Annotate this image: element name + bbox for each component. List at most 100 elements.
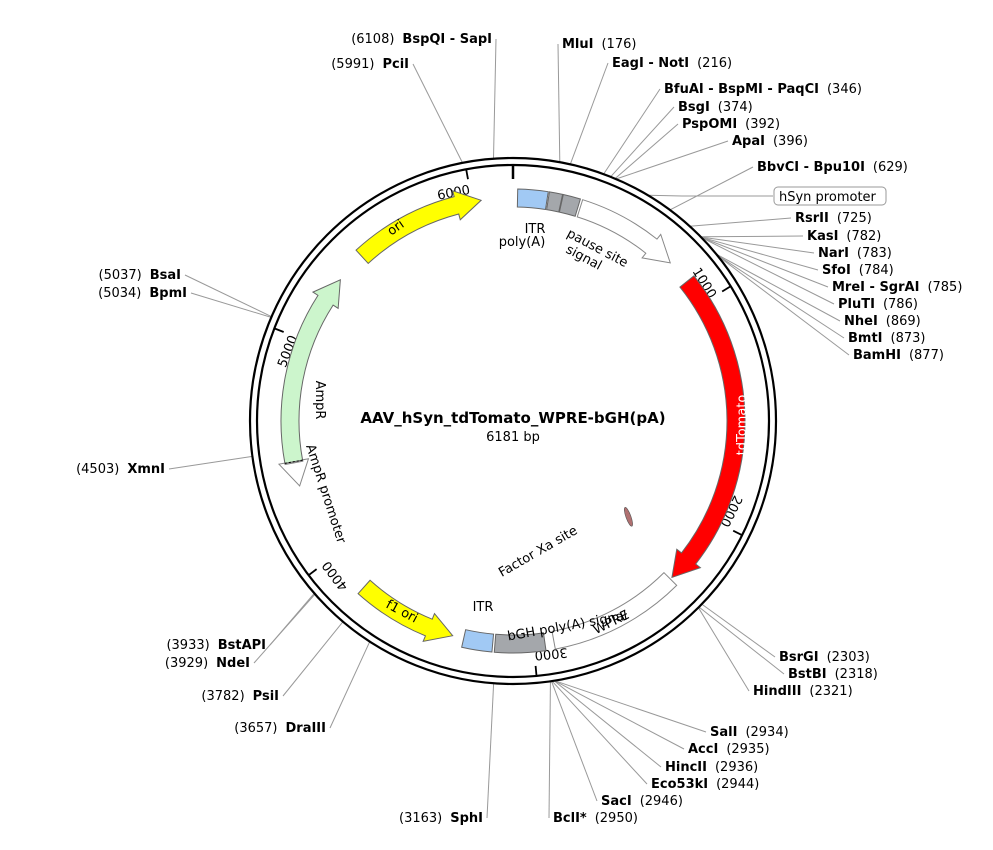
site-position: (396) — [773, 134, 808, 149]
site-name: PluTI — [838, 297, 875, 312]
site-position: (873) — [891, 331, 926, 346]
site-line-hindiii — [697, 607, 750, 692]
site-position: (3929) — [165, 656, 208, 671]
site-line-hincii — [553, 680, 662, 768]
site-name: HincII — [665, 760, 707, 775]
site-psii: (3782)PsiI — [201, 689, 279, 704]
site-line-eagi-noti — [569, 62, 609, 165]
hsyn-promoter-label: hSyn promoter — [779, 190, 877, 205]
site-line-mrei-sgrai — [701, 236, 829, 288]
site-bsrgi: BsrGI(2303) — [779, 650, 870, 665]
bgh-polya-shape — [493, 632, 547, 654]
site-acci: AccI(2935) — [688, 742, 770, 757]
site-rsrii: RsrII (725) — [795, 211, 872, 226]
site-name: BmtI — [848, 331, 883, 346]
site-hindiii: HindIII(2321) — [753, 684, 853, 699]
site-position: (374) — [718, 100, 753, 115]
tick-1000 — [721, 285, 732, 293]
site-line-kasi — [700, 235, 804, 238]
site-position: (2321) — [809, 684, 852, 699]
pause-site-shape — [558, 193, 582, 217]
site-name: BstAPI — [218, 638, 266, 653]
site-line-mlui — [557, 43, 561, 163]
polya-left-shape — [546, 191, 564, 213]
site-position: (2318) — [835, 667, 878, 682]
site-name: BsrGI — [779, 650, 819, 665]
site-mlui: MluI(176) — [562, 37, 636, 52]
site-saci: SacI(2946) — [601, 794, 683, 809]
site-hincii: HincII (2936) — [665, 760, 758, 775]
site-name: Eco53kI — [651, 777, 708, 792]
site-line-nari — [700, 236, 815, 254]
site-position: (2946) — [640, 794, 683, 809]
site-name: XmnI — [127, 462, 165, 477]
site-name: RsrII — [795, 211, 829, 226]
site-pcii: (5991)PciI — [331, 57, 409, 72]
site-pluti: PluTI(786) — [838, 297, 918, 312]
plasmid-length: 6181 bp — [486, 430, 540, 445]
site-name: NheI — [844, 314, 878, 329]
site-line-eco53ki — [551, 680, 648, 785]
tick-3000 — [534, 665, 538, 677]
site-line-xmni — [168, 455, 253, 470]
itr-right-label: ITR — [473, 600, 494, 615]
site-line-bpmi — [190, 292, 272, 318]
site-mrei-sgrai: MreI - SgrAI(785) — [832, 280, 962, 295]
site-position: (783) — [857, 246, 892, 261]
site-name: PciI — [382, 57, 409, 72]
site-line-saci — [551, 680, 598, 802]
site-position: (869) — [886, 314, 921, 329]
site-name: NdeI — [216, 656, 250, 671]
site-bpmi: (5034)BpmI — [98, 286, 187, 301]
site-position: (216) — [697, 56, 732, 71]
site-name: BfuAI - BspMI - PaqCI — [664, 82, 819, 97]
site-line-apai — [615, 140, 729, 180]
site-line-bspqi-sapi — [493, 38, 497, 159]
site-line-sfoi — [700, 236, 819, 271]
site-name: SalI — [710, 725, 737, 740]
site-line-rsrii — [689, 217, 792, 227]
site-line-sphi — [486, 683, 495, 819]
site-position: (392) — [745, 117, 780, 132]
site-nari: NarI(783) — [818, 246, 892, 261]
site-line-bcli — [548, 681, 551, 819]
site-name: PsiI — [253, 689, 279, 704]
site-position: (2944) — [716, 777, 759, 792]
site-name: AccI — [688, 742, 718, 757]
site-name: BpmI — [149, 286, 187, 301]
polya-left-label: poly(A) — [499, 235, 546, 250]
site-line-bsrgi — [701, 603, 776, 658]
site-eagi-noti: EagI - NotI(216) — [612, 56, 732, 71]
site-bspqi-sapi: (6108)BspQI - SapI — [351, 32, 492, 47]
site-name: PspOMI — [682, 117, 737, 132]
site-draiii: (3657)DraIII — [234, 721, 326, 736]
hsyn-promoter-label-box — [773, 186, 887, 206]
site-line-bstapi — [269, 592, 315, 646]
tdtomato-label: tdTomato — [735, 395, 750, 456]
site-line-bamhi — [717, 255, 850, 356]
site-sfoi: SfoI(784) — [822, 263, 894, 278]
site-position: (2934) — [745, 725, 788, 740]
site-position: (2936) — [715, 760, 758, 775]
site-position: (782) — [846, 229, 881, 244]
tick-2000 — [732, 529, 743, 536]
site-position: (725) — [837, 211, 872, 226]
hsyn-promoter-shape — [576, 199, 672, 264]
site-line-bsgi — [610, 106, 675, 178]
site-name: BamHI — [853, 348, 901, 363]
site-name: KasI — [807, 229, 838, 244]
backbone-outer-circle — [248, 156, 778, 686]
plasmid-name: AAV_hSyn_tdTomato_WPRE-bGH(pA) — [360, 409, 665, 427]
ampr-shape — [280, 279, 341, 464]
site-pspomi: PspOMI (392) — [682, 117, 780, 132]
site-line-bbvci-bpu10i — [669, 166, 754, 211]
site-nhei: NheI (869) — [844, 314, 921, 329]
site-name: ApaI — [732, 134, 765, 149]
site-position: (877) — [909, 348, 944, 363]
site-line-pspomi — [614, 123, 679, 179]
site-name: SphI — [450, 811, 483, 826]
site-name: MluI — [562, 37, 593, 52]
factor-xa-label: Factor Xa site — [496, 523, 580, 580]
